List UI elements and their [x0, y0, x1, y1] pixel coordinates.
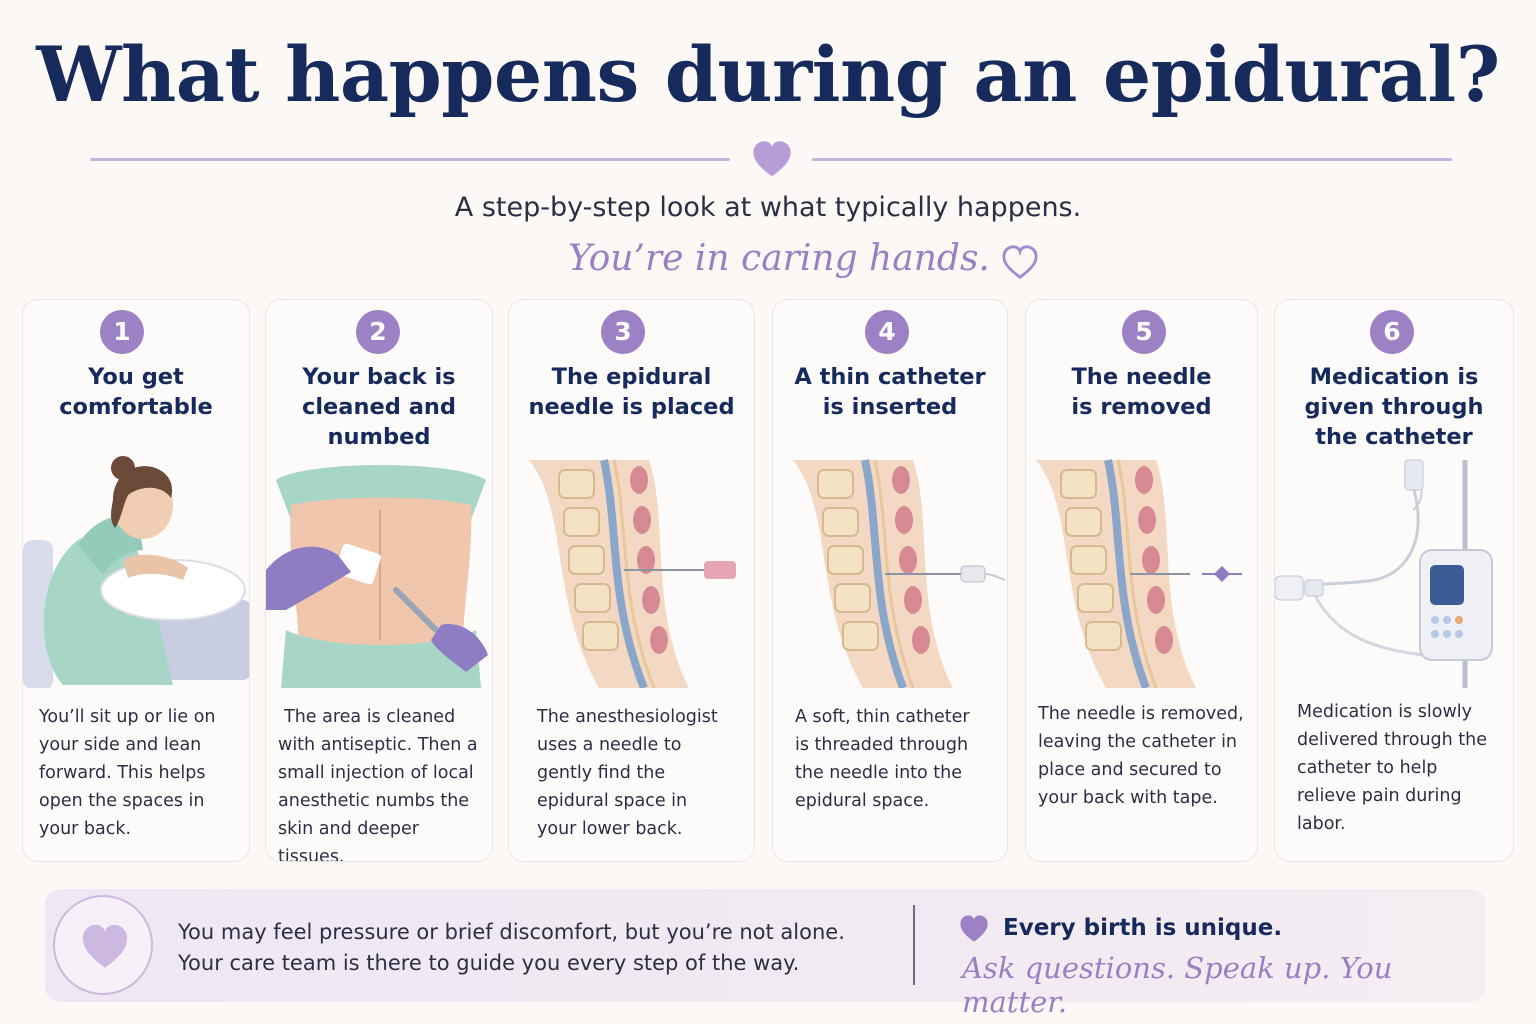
spine-needle-removed-illustration [1036, 459, 1242, 688]
reassurance-banner: You may feel pressure or brief discomfor… [45, 889, 1486, 1019]
encouragement-script: Ask questions. Speak up. You matter. [962, 951, 1393, 1019]
step-number-badge: 6 [1370, 310, 1414, 354]
step-number-badge: 3 [601, 310, 645, 354]
page-title: What happens during an epidural? [36, 30, 1500, 119]
step-description: The needle is removed,leaving the cathet… [1038, 704, 1244, 808]
subtitle: A step-by-step look at what typically ha… [454, 192, 1082, 223]
infusion-pump-illustration [1275, 459, 1493, 688]
title-divider-right [812, 158, 1452, 161]
heart-badge [53, 895, 153, 995]
spine-catheter-illustration [793, 459, 1006, 688]
title-divider-left [90, 158, 730, 161]
reassurance-text: You may feel pressure or brief discomfor… [178, 920, 845, 975]
tagline: You’re in caring hands. [568, 238, 990, 279]
step-number-badge: 5 [1122, 310, 1166, 354]
patient-sitting-illustration [23, 456, 249, 688]
heart-icon [753, 141, 791, 177]
step-number-badge: 1 [100, 310, 144, 354]
unique-message: Every birth is unique. [1003, 915, 1283, 941]
step-number-badge: 4 [865, 310, 909, 354]
step-number-badge: 2 [356, 310, 400, 354]
spine-needle-illustration [529, 459, 736, 688]
back-cleaning-illustration [266, 465, 488, 688]
footer-divider [913, 905, 915, 985]
heart-icon [960, 915, 988, 942]
heart-icon [82, 924, 128, 968]
heart-icon [1002, 245, 1038, 280]
